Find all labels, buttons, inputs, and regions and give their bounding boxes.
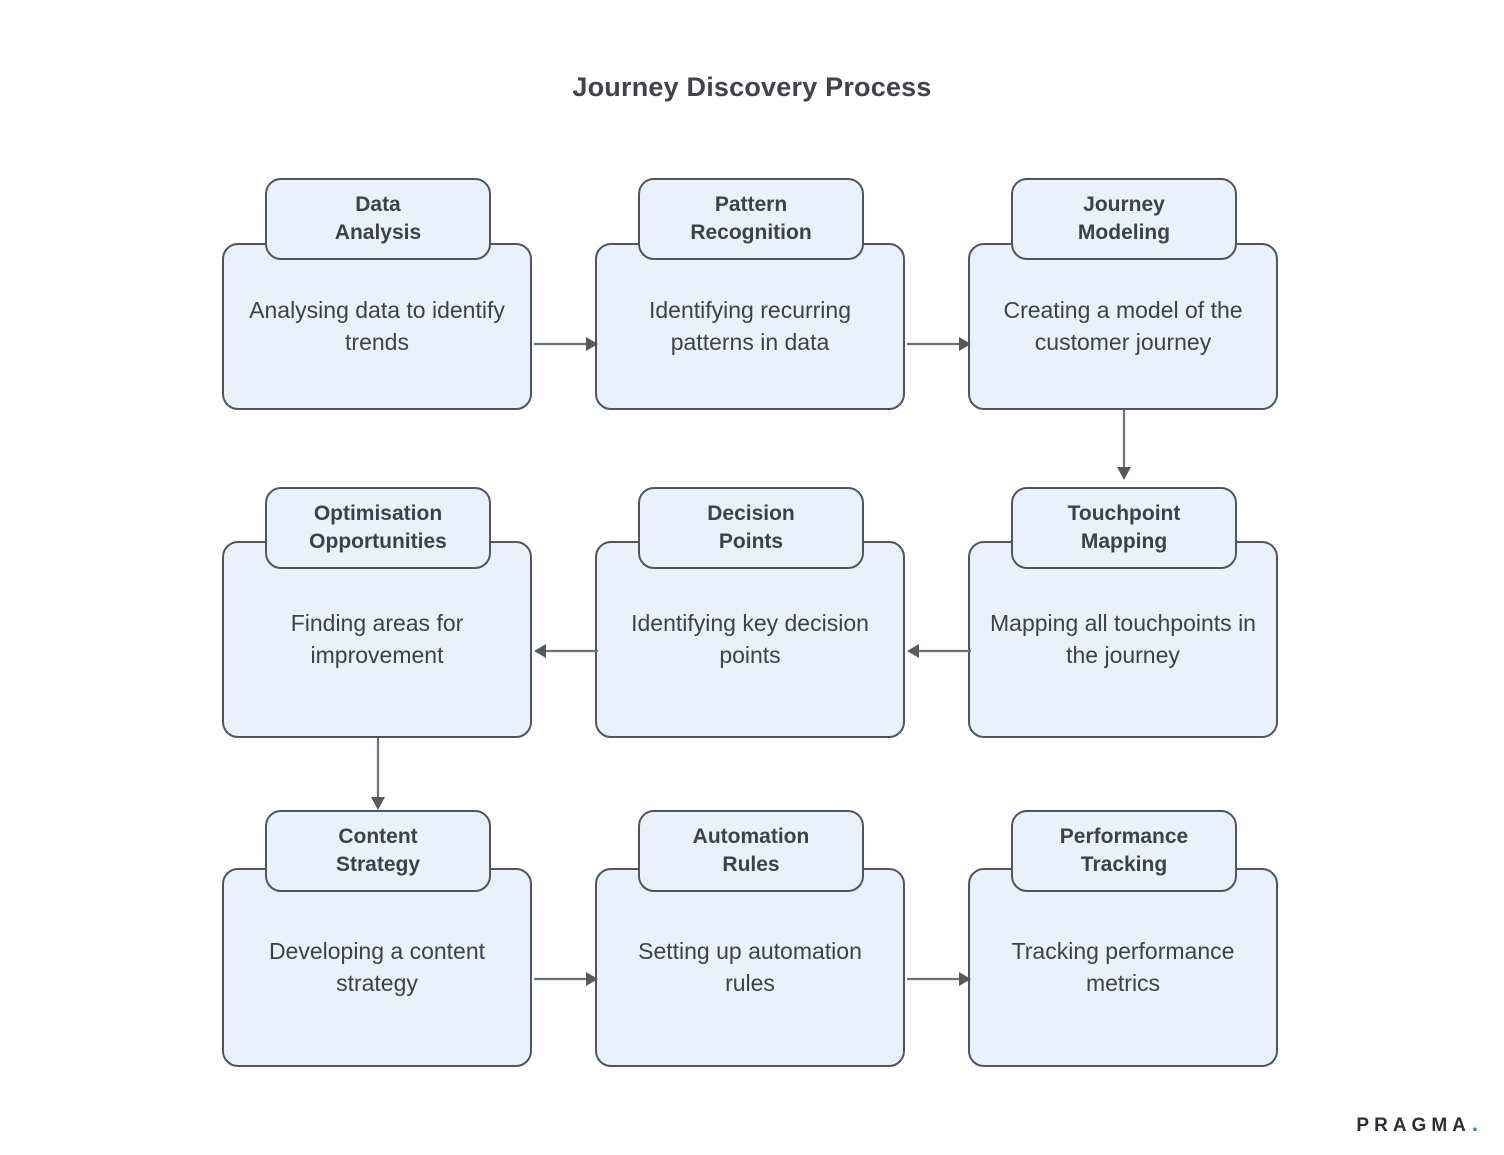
- card-header-line1: Decision: [707, 501, 795, 525]
- arrow-data-analysis-to-pattern-recognition: [534, 337, 598, 351]
- card-body-optimisation-opportunities: Finding areas for improvement: [222, 541, 532, 738]
- card-body-text: Identifying key decision points: [631, 609, 869, 668]
- card-header-line1: Data: [355, 192, 401, 216]
- arrow-touchpoint-mapping-to-decision-points: [907, 644, 971, 658]
- card-body-text: Identifying recurring patterns in data: [649, 296, 851, 355]
- card-body-performance-tracking: Tracking performance metrics: [968, 868, 1278, 1067]
- card-body-pattern-recognition: Identifying recurring patterns in data: [595, 243, 905, 410]
- card-header-line2: Mapping: [1080, 530, 1168, 553]
- card-header-line2: Opportunities: [309, 530, 447, 553]
- card-header-line1: Content: [338, 824, 418, 848]
- card-header-line1: Pattern: [714, 192, 788, 216]
- card-header-line2: Modeling: [1077, 221, 1171, 244]
- card-header-line2: Tracking: [1080, 853, 1168, 876]
- card-body-automation-rules: Setting up automation rules: [595, 868, 905, 1067]
- card-header-line1: Performance: [1059, 824, 1189, 848]
- card-body-text: Tracking performance metrics: [1011, 937, 1235, 996]
- arrow-pattern-recognition-to-journey-modeling: [907, 337, 971, 351]
- card-body-text: Analysing data to identify trends: [249, 296, 505, 355]
- card-header-line2: Rules: [722, 853, 780, 876]
- card-header-line1: Optimisation: [313, 501, 443, 525]
- card-body-data-analysis: Analysing data to identify trends: [222, 243, 532, 410]
- card-body-text: Developing a content strategy: [268, 937, 486, 996]
- logo-dot-icon: .: [1471, 1111, 1478, 1136]
- card-body-text: Mapping all touchpoints in the journey: [990, 609, 1256, 668]
- page-title: Journey Discovery Process: [572, 72, 932, 102]
- card-body-text: Finding areas for improvement: [290, 609, 464, 668]
- logo-wordmark: PRAGMA: [1356, 1115, 1471, 1136]
- arrow-automation-rules-to-performance-tracking: [907, 972, 971, 986]
- card-header-line2: Recognition: [690, 221, 812, 244]
- card-header-line2: Points: [718, 530, 784, 553]
- card-body-text: Creating a model of the customer journey: [1003, 296, 1243, 355]
- card-header-line2: Analysis: [334, 221, 422, 244]
- pragma-logo: PRAGMA.: [1356, 1111, 1478, 1137]
- card-header-line1: Automation: [692, 824, 810, 848]
- card-body-content-strategy: Developing a content strategy: [222, 868, 532, 1067]
- card-header-line1: Journey: [1083, 192, 1165, 216]
- arrow-content-strategy-to-automation-rules: [534, 972, 598, 986]
- card-header-line2: Strategy: [335, 853, 421, 876]
- card-body-journey-modeling: Creating a model of the customer journey: [968, 243, 1278, 410]
- arrow-optimisation-opportunities-to-content-strategy: [371, 738, 385, 810]
- card-body-decision-points: Identifying key decision points: [595, 541, 905, 738]
- arrow-journey-modeling-to-touchpoint-mapping: [1117, 410, 1131, 480]
- card-body-text: Setting up automation rules: [638, 937, 862, 996]
- arrow-decision-points-to-optimisation-opportunities: [534, 644, 598, 658]
- card-header-line1: Touchpoint: [1067, 501, 1181, 525]
- card-body-touchpoint-mapping: Mapping all touchpoints in the journey: [968, 541, 1278, 738]
